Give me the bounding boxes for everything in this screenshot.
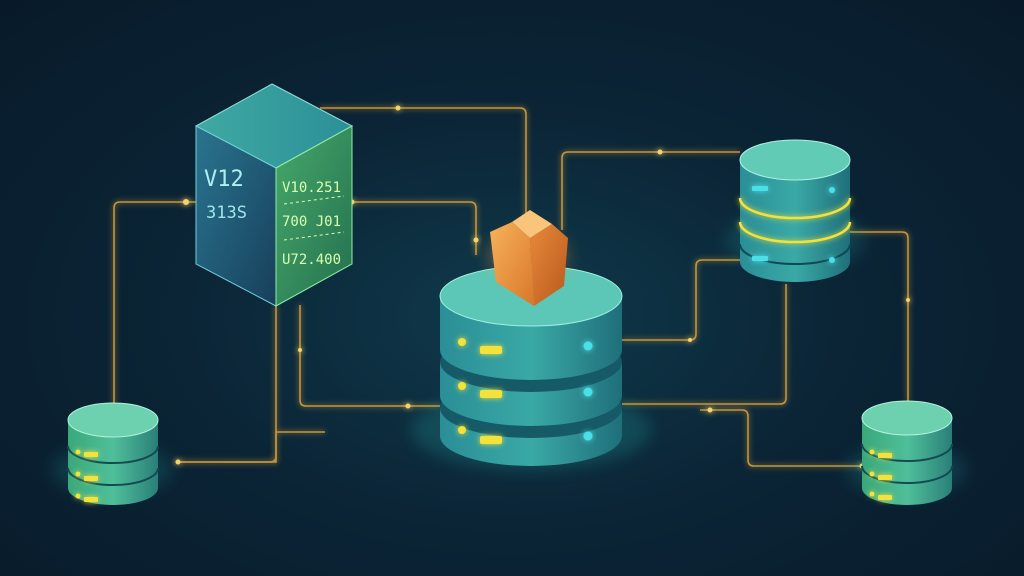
- wire-left-db-right: [176, 431, 325, 463]
- database-icon: [725, 139, 865, 282]
- wire-center-to-right-bottom-db: [700, 409, 862, 467]
- data-cube-icon: V12 313S V10.251 700 J01 U72.400: [194, 83, 354, 307]
- central-database-icon: [411, 265, 651, 470]
- cube-side-line-2: 700 J01: [282, 214, 341, 230]
- wire-cube-down: [176, 305, 277, 463]
- cube-front-line-2: 313S: [206, 203, 247, 223]
- wire-cube-to-center-top: [320, 107, 527, 230]
- connection-lines: [113, 107, 909, 467]
- wire-center-to-right-db-mid: [622, 259, 740, 341]
- cube-side-line-3: U72.400: [282, 252, 341, 268]
- central-db-lights: [458, 338, 593, 444]
- database-icon: [52, 402, 172, 505]
- wire-center-to-right-top-db: [561, 151, 740, 230]
- wire-cube-to-center-mid: [299, 305, 440, 407]
- wire-cube-to-center-right: [352, 201, 477, 255]
- cube-side-line-1: V10.251: [282, 180, 341, 196]
- cube-front-line-1: V12: [204, 167, 244, 192]
- wire-center-to-right-low: [622, 284, 787, 405]
- wire-cube-to-left-db: [113, 201, 196, 405]
- database-icon: [846, 400, 966, 505]
- crystal-gem-icon: [488, 210, 568, 306]
- wire-right-db-to-far-right: [850, 231, 909, 402]
